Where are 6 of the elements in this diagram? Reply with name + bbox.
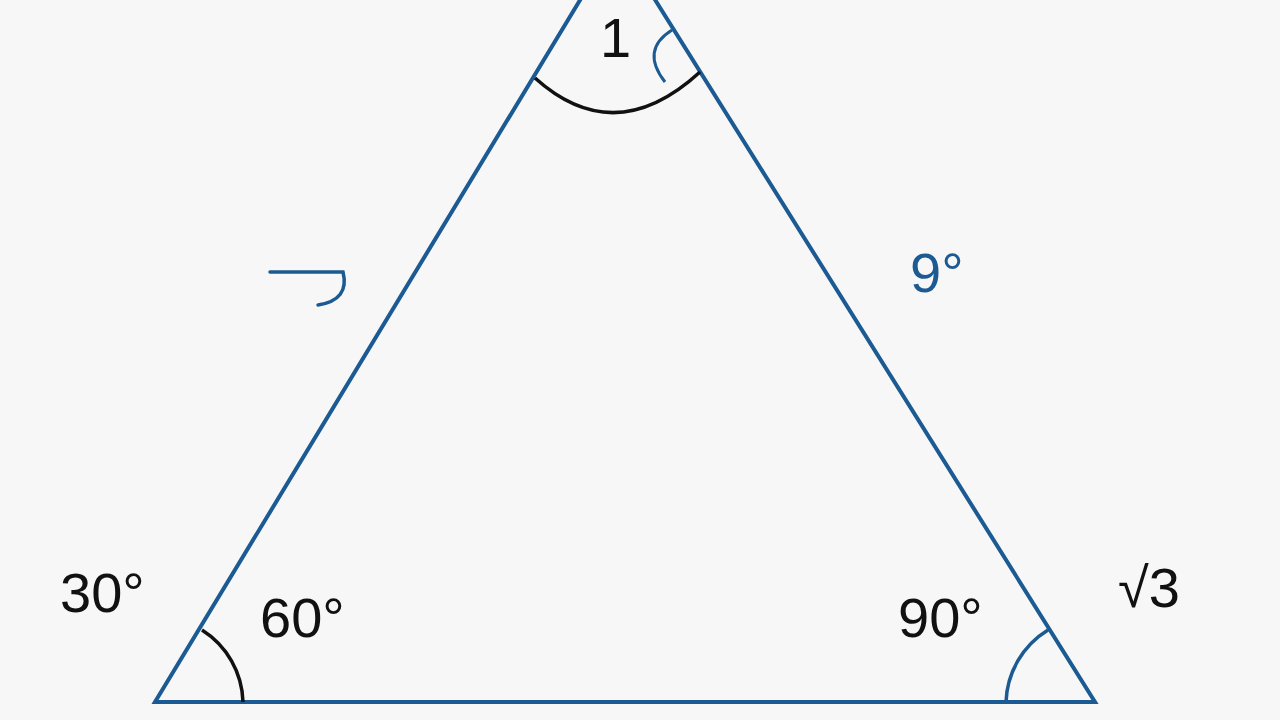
angle-label: 90° <box>898 590 983 646</box>
angle-label: 9° <box>910 245 964 301</box>
angle-label: 60° <box>260 590 345 646</box>
angle-label: √3 <box>1118 560 1180 616</box>
angle-label: 1 <box>600 10 632 66</box>
angle-label: 30° <box>60 565 145 621</box>
